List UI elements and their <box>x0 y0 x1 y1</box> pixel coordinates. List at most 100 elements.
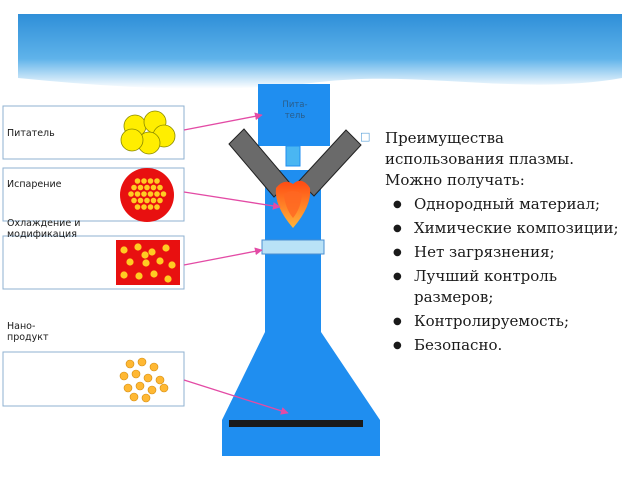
benefit-item: ● Безопасно. <box>393 335 633 356</box>
feed-particles <box>120 110 176 155</box>
vapor-particle <box>141 204 147 210</box>
bullet-icon: ● <box>393 271 402 282</box>
cooling-particle <box>142 259 150 267</box>
vapor-particle <box>154 204 160 210</box>
benefit-text: Однородный материал; <box>414 195 601 213</box>
vapor-particle <box>141 178 147 184</box>
bullet-icon: ● <box>393 199 402 210</box>
vapor-particle <box>131 197 137 204</box>
plasma-zone <box>120 168 174 222</box>
nano-particle <box>137 357 147 367</box>
vapor-particle <box>147 204 154 210</box>
benefit-text: Лучший контроль размеров; <box>414 267 557 306</box>
vapor-particle <box>157 184 163 191</box>
nano-particle <box>143 373 153 383</box>
vapor-particle <box>144 184 150 191</box>
vapor-particle <box>141 191 147 197</box>
nano-particle <box>159 383 169 393</box>
arrow-cooling <box>183 247 263 266</box>
square-bullet-icon: □ <box>360 130 371 143</box>
stage-label-cooling: Охлаждение и модификация <box>7 218 81 240</box>
benefit-text: Контролируемость; <box>414 312 570 330</box>
evaporation-particles <box>120 168 174 222</box>
nano-particle <box>119 371 129 381</box>
feed-particle <box>120 128 144 152</box>
nano-particle <box>155 375 165 385</box>
nano-particle <box>125 359 135 369</box>
arrow-feeder <box>183 112 263 131</box>
benefit-text: Безопасно. <box>414 336 503 354</box>
nano-particle <box>131 369 141 379</box>
vapor-particle <box>157 197 163 204</box>
vapor-particle <box>137 197 144 204</box>
stage-box-nanoproduct <box>2 351 185 407</box>
right-plasma-torch <box>298 129 362 197</box>
plasma-torches <box>228 128 362 198</box>
cooling-particle <box>126 258 134 266</box>
vapor-particle <box>134 178 141 184</box>
cooling-particle <box>141 251 149 259</box>
header-wave-banner <box>18 14 622 89</box>
benefit-item: ● Химические композиции; <box>393 218 633 239</box>
arrow-evaporation <box>183 191 281 210</box>
cooling-particle <box>150 270 158 278</box>
stage-arrows <box>183 112 289 415</box>
vessel-body <box>222 170 380 456</box>
benefit-text: Химические композиции; <box>414 219 619 237</box>
vapor-particle <box>150 197 157 204</box>
cooling-particle <box>120 246 128 254</box>
stage-label-feeder: Питатель <box>7 128 55 139</box>
feeder-label: Пита- тель <box>282 100 308 121</box>
nano-particle <box>135 381 145 391</box>
cooling-particle <box>168 261 176 269</box>
vapor-particle <box>147 178 154 184</box>
vapor-particle <box>147 191 154 197</box>
nano-particle <box>149 362 159 372</box>
vapor-particle <box>131 184 137 191</box>
benefit-item: ● Лучший контроль размеров; <box>393 266 633 308</box>
cooling-particle <box>162 244 170 252</box>
collector-plate <box>229 420 363 427</box>
vapor-particle <box>160 191 167 197</box>
advantages-heading: Преимущества использования плазмы. Можно… <box>385 129 574 189</box>
vapor-particle <box>128 191 134 197</box>
nano-particle <box>123 383 133 393</box>
stage-boxes <box>2 105 185 407</box>
feed-nozzle <box>285 145 301 167</box>
vapor-particle <box>134 204 141 210</box>
stage-label-nanoproduct: Нано- продукт <box>7 321 49 343</box>
nanoproduct-particles <box>119 357 169 403</box>
nano-particle <box>147 385 157 395</box>
vapor-particle <box>144 197 150 204</box>
stage-label-evaporation: Испарение <box>7 179 62 190</box>
reactor-vessel <box>222 84 380 456</box>
vapor-particle <box>150 184 157 191</box>
bullet-icon: ● <box>393 223 402 234</box>
arrow-nanoproduct <box>183 379 289 415</box>
cooling-particle <box>156 257 164 265</box>
cooling-ring <box>261 239 325 255</box>
bullet-icon: ● <box>393 340 402 351</box>
cooling-particle <box>148 248 156 256</box>
plasma-flame <box>275 180 311 228</box>
benefit-text: Нет загрязнения; <box>414 243 555 261</box>
vapor-particle <box>154 178 160 184</box>
bullet-icon: ● <box>393 316 402 327</box>
cooling-particles <box>116 240 180 285</box>
benefits-list: ● Однородный материал; ● Химические компози… <box>393 194 633 359</box>
benefit-item: ● Контролируемость; <box>393 311 633 332</box>
nano-particle <box>129 392 139 402</box>
feeder-box <box>258 84 330 146</box>
cooling-particle <box>135 272 143 280</box>
vapor-particle <box>154 191 160 197</box>
cooling-particle <box>164 275 172 283</box>
benefit-item: ● Однородный материал; <box>393 194 633 215</box>
vapor-particle <box>134 191 141 197</box>
bullet-icon: ● <box>393 247 402 258</box>
benefit-item: ● Нет загрязнения; <box>393 242 633 263</box>
cooling-particle <box>120 271 128 279</box>
nano-particle <box>141 393 151 403</box>
left-plasma-torch <box>228 128 290 198</box>
cooling-particle <box>134 243 142 251</box>
